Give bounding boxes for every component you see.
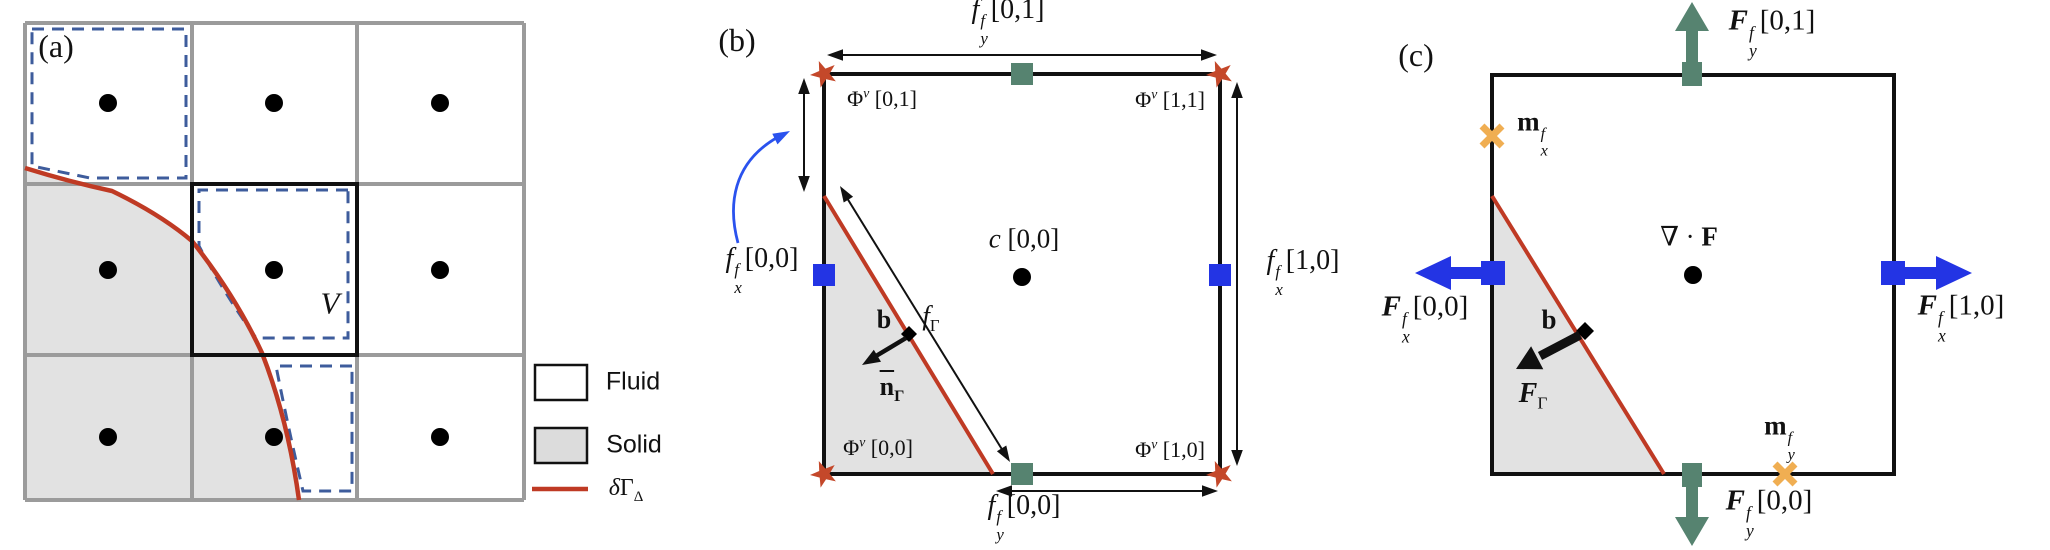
force-arrow-x-right: [1881, 256, 1972, 290]
cell-center-dot-c: [1684, 266, 1702, 284]
legend-solid-swatch: [533, 426, 589, 465]
x-face-marker-left: [813, 264, 835, 286]
solid-region: [25, 168, 299, 500]
dashed-cv-bottom-middle: [274, 364, 354, 493]
legend-fluid-swatch: [533, 363, 589, 402]
interface-force-arrow: [1537, 331, 1583, 360]
boundary-point-diamond-c: [1576, 322, 1594, 340]
cell-center-dots: [99, 94, 449, 446]
face-flux-markers: [813, 63, 1231, 485]
cell-center-dot-b: [1013, 268, 1031, 286]
aperture-arrows: [798, 49, 1243, 497]
force-arrow-y-bottom: [1675, 463, 1709, 546]
mass-flux-cross-y: [1772, 461, 1798, 487]
highlighted-cell-border: [190, 182, 359, 357]
interface-curve: [24, 165, 302, 501]
mass-flux-cross-x: [1479, 123, 1505, 149]
x-face-marker-right: [1209, 264, 1231, 286]
dashed-cv-top-left: [30, 27, 188, 180]
interface-force-arrowhead: [1516, 346, 1544, 370]
interface-normal-arrowhead: [862, 349, 881, 365]
dashed-cv-center: [197, 188, 350, 340]
interface-normal-arrow: [874, 336, 908, 358]
y-face-marker-bottom: [1011, 463, 1033, 485]
force-arrow-y-top: [1675, 2, 1709, 86]
force-arrow-x-left: [1415, 256, 1505, 290]
y-face-marker-top: [1011, 63, 1033, 85]
aperture-pointer-arrowhead: [772, 131, 790, 145]
aperture-pointer-curve: [732, 135, 779, 244]
